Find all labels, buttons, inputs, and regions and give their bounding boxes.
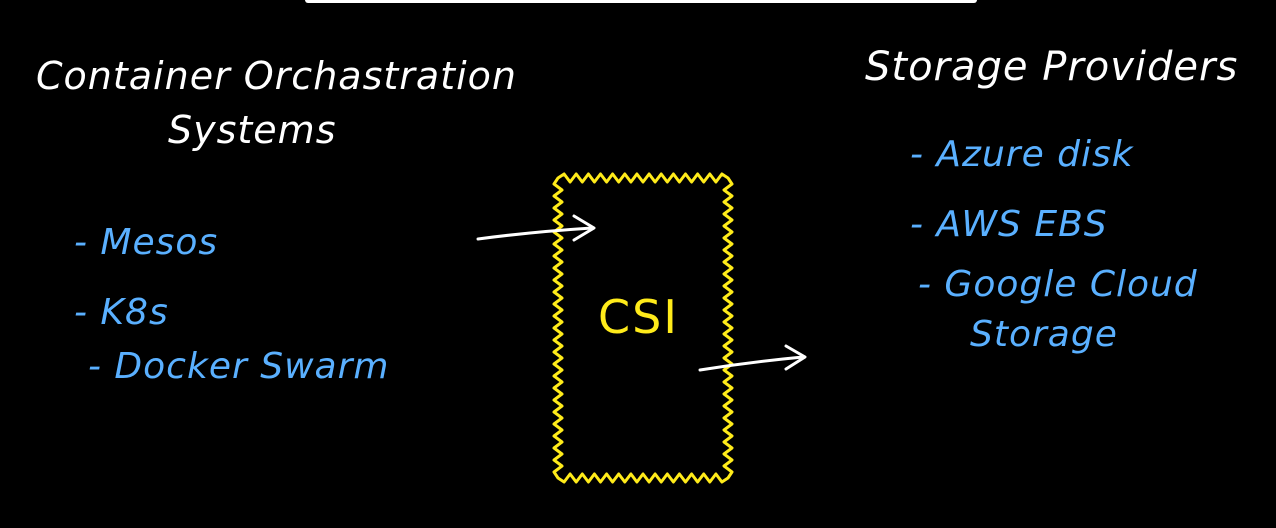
top-edge-bar xyxy=(305,0,977,3)
left-list-item: - K8s xyxy=(74,292,169,333)
left-title-line-2: Systems xyxy=(168,108,337,152)
left-list-item: - Mesos xyxy=(74,222,219,263)
right-list-item: - AWS EBS xyxy=(910,204,1108,245)
right-list-item-continued: Storage xyxy=(970,314,1118,355)
incoming-arrow xyxy=(476,214,596,242)
right-list-item: - Azure disk xyxy=(910,134,1134,175)
csi-label: CSI xyxy=(598,290,679,344)
csi-box xyxy=(552,172,734,484)
left-title-line-1: Container Orchastration xyxy=(36,54,517,98)
outgoing-arrow xyxy=(698,344,807,372)
left-list-item: - Docker Swarm xyxy=(88,346,390,387)
right-title: Storage Providers xyxy=(865,44,1239,90)
right-list-item: - Google Cloud xyxy=(918,264,1198,305)
